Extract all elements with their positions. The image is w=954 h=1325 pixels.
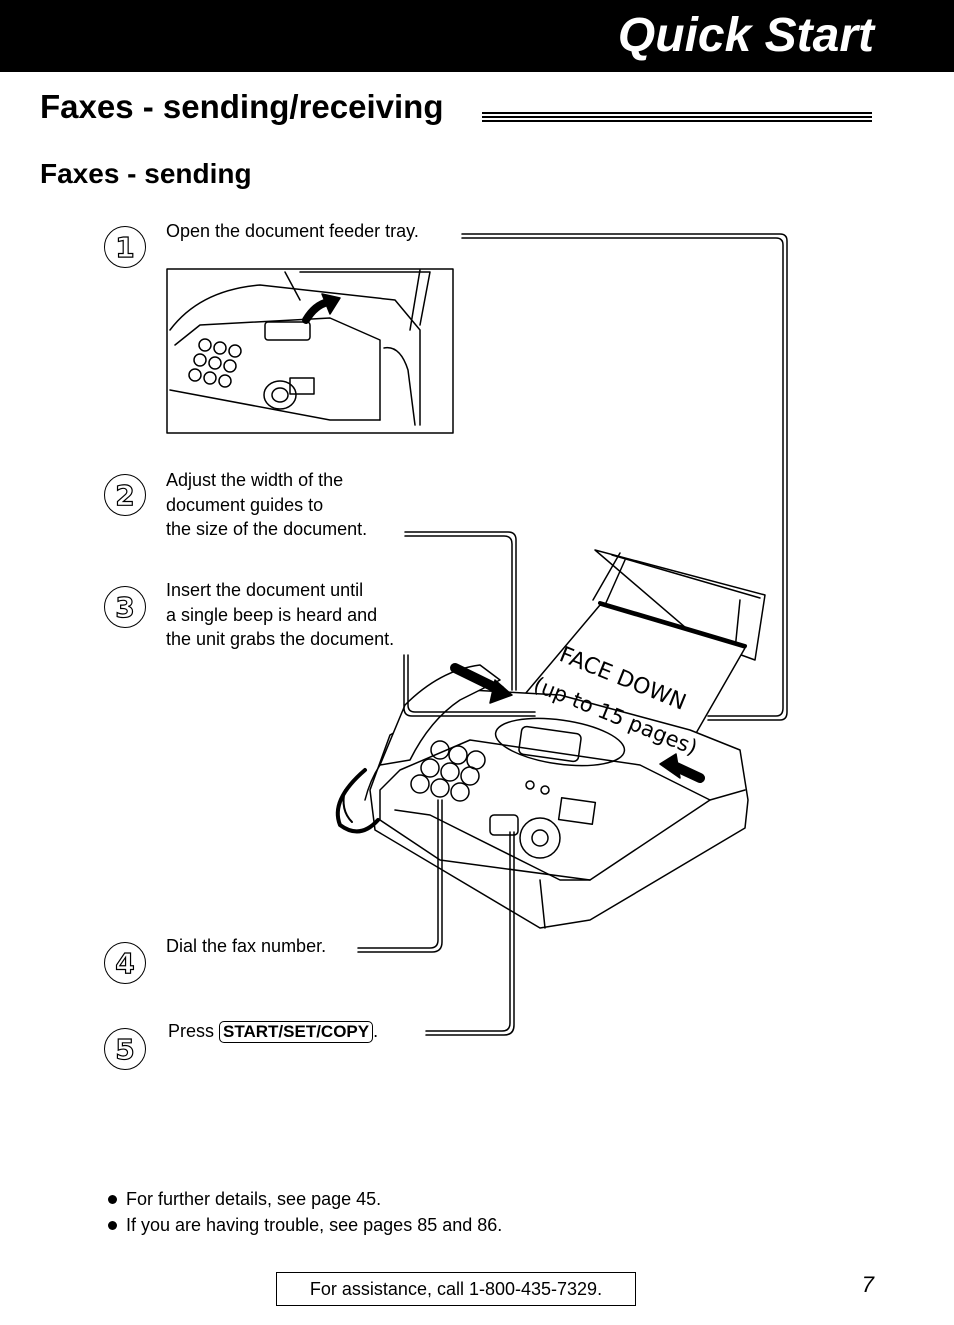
assistance-box: For assistance, call 1-800-435-7329.: [276, 1272, 636, 1306]
step-5-text: Press START/SET/COPY.: [168, 1019, 378, 1044]
step-2-line: document guides to: [166, 494, 324, 515]
page-number: 7: [861, 1272, 874, 1297]
section-title: Faxes - sending/receiving: [40, 88, 444, 125]
step-2-line: the size of the document.: [166, 519, 368, 539]
step-1-number: 1: [104, 226, 146, 268]
main-fax-drawing: [335, 549, 766, 929]
section-subtitle: Faxes - sending: [40, 158, 252, 189]
leader-line-step-2: [404, 531, 517, 691]
step-3-line: a single beep is heard and: [166, 604, 378, 625]
leader-line-step-3: [407, 654, 536, 713]
step-2-text: Adjust the width of the document guides …: [166, 468, 367, 542]
step-3-number: 3: [104, 586, 146, 628]
step-2-line: Adjust the width of the: [166, 470, 344, 490]
step-5-number: 5: [104, 1028, 146, 1070]
step-5-prefix: Press: [168, 1021, 220, 1041]
banner-title: Quick Start: [617, 9, 874, 62]
note-item: If you are having trouble, see pages 85 …: [108, 1212, 502, 1238]
note-item: For further details, see page 45.: [108, 1186, 502, 1212]
start-set-copy-key: START/SET/COPY: [219, 1021, 374, 1043]
assistance-text: For assistance, call 1-800-435-7329.: [309, 1278, 603, 1299]
leader-line-step-5: [425, 831, 511, 1032]
leader-line-step-1: [461, 233, 788, 721]
step-3-line: the unit grabs the document.: [166, 629, 395, 649]
insert-arrow-left: [450, 663, 505, 695]
step-3-line: Insert the document until: [166, 580, 364, 600]
notes-list: For further details, see page 45. If you…: [108, 1186, 502, 1238]
header-banner: Quick Start: [0, 0, 954, 72]
step-1-text: Open the document feeder tray.: [166, 221, 419, 241]
open-tray-arrow: [302, 298, 332, 324]
leader-line-step-4: [357, 799, 439, 949]
step-4-number: 4: [104, 942, 146, 984]
step-5-suffix: .: [373, 1021, 379, 1041]
feeder-tray-inset: [166, 268, 454, 434]
step-2-number: 2: [104, 474, 146, 516]
title-rule: [482, 112, 872, 122]
step-4-text: Dial the fax number.: [166, 936, 327, 956]
step-3-text: Insert the document until a single beep …: [166, 578, 394, 652]
inset-fax-drawing: [169, 269, 431, 426]
